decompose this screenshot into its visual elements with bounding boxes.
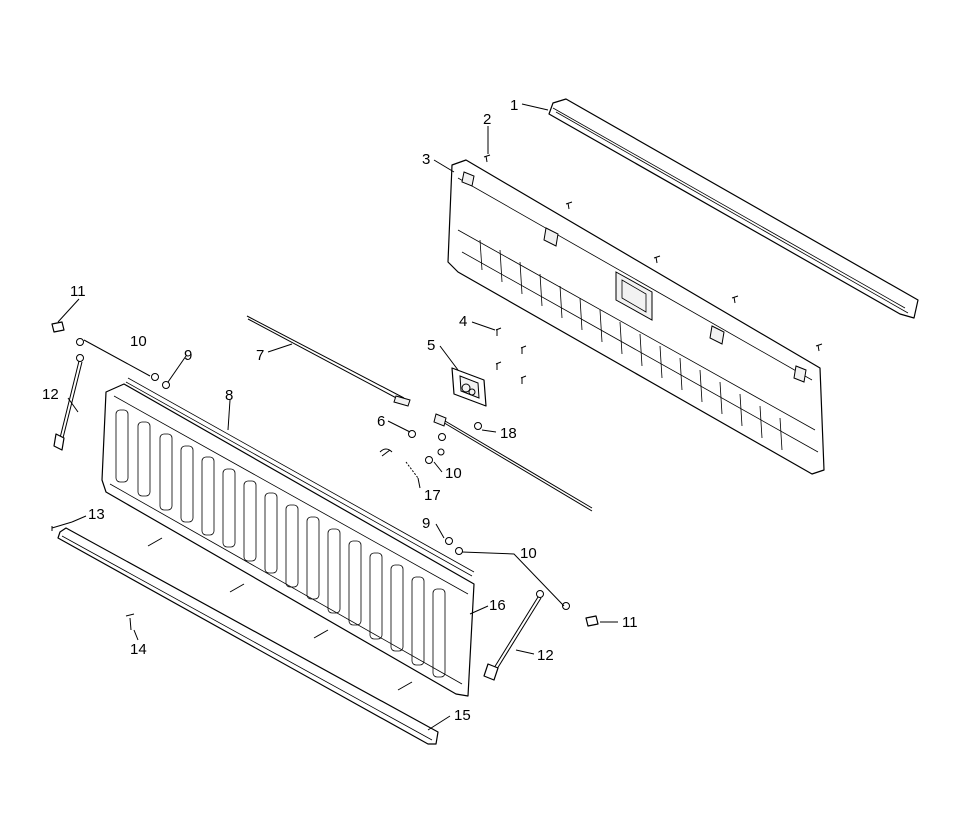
part-8-outer-panel bbox=[101, 377, 475, 697]
callout-2: 2 bbox=[483, 111, 491, 128]
part-1-top-cap bbox=[548, 98, 919, 319]
callout-labels: 1 2 3 4 5 6 7 8 9 9 10 10 10 11 11 12 12… bbox=[42, 97, 638, 724]
callout-7: 7 bbox=[256, 347, 264, 364]
callout-8: 8 bbox=[225, 387, 233, 404]
callout-11-right: 11 bbox=[622, 614, 638, 631]
callout-15: 15 bbox=[454, 707, 471, 724]
bottom-bolts bbox=[51, 521, 413, 691]
leader-lines bbox=[57, 103, 618, 731]
part-18-rod bbox=[433, 413, 593, 512]
callout-10-right: 10 bbox=[520, 545, 537, 562]
callout-6: 6 bbox=[377, 413, 385, 430]
callout-4: 4 bbox=[459, 313, 467, 330]
bolts-panel-3 bbox=[483, 154, 823, 352]
callout-12-left: 12 bbox=[42, 386, 59, 403]
callout-12-right: 12 bbox=[537, 647, 554, 664]
part-15-bottom-rail bbox=[57, 527, 439, 745]
part-12-cables bbox=[53, 354, 544, 681]
part-11-bolts bbox=[51, 321, 599, 627]
callout-10-mid: 10 bbox=[445, 465, 462, 482]
callout-10-left: 10 bbox=[130, 333, 147, 350]
part-4-bolts bbox=[495, 327, 527, 384]
callout-9-top: 9 bbox=[184, 347, 192, 364]
part-7-rod bbox=[246, 315, 411, 407]
callout-3: 3 bbox=[422, 151, 430, 168]
callout-5: 5 bbox=[427, 337, 435, 354]
callout-16: 16 bbox=[489, 597, 506, 614]
part-5-latch-handle bbox=[451, 367, 487, 407]
panel-recesses bbox=[115, 409, 446, 678]
callout-18: 18 bbox=[500, 425, 517, 442]
callout-17: 17 bbox=[424, 487, 441, 504]
callout-9-bottom: 9 bbox=[422, 515, 430, 532]
callout-11-left: 11 bbox=[70, 283, 86, 300]
callout-14: 14 bbox=[130, 641, 147, 658]
callout-1: 1 bbox=[510, 97, 518, 114]
part-3-inner-panel bbox=[447, 159, 825, 475]
small-hardware bbox=[76, 338, 570, 610]
callout-13: 13 bbox=[88, 506, 105, 523]
